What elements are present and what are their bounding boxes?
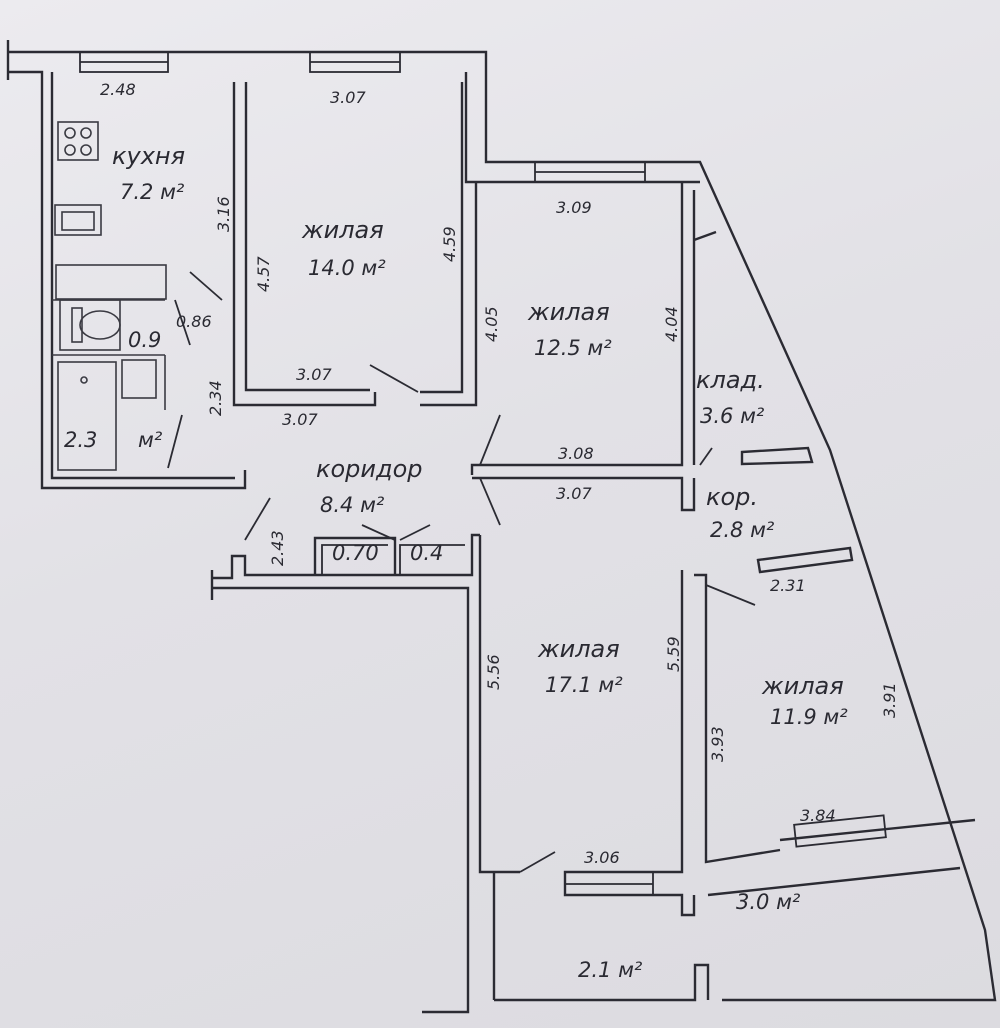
toilet-icon xyxy=(59,299,121,351)
dim-living1-left: 4.57 xyxy=(254,256,273,292)
dim-living3-left: 5.56 xyxy=(484,654,503,690)
dim-bath-height: 2.34 xyxy=(206,380,225,416)
dim-living1-bottom-inner: 3.07 xyxy=(296,365,332,384)
exterior-walls xyxy=(6,40,997,1002)
room-name-corridor: коридор xyxy=(316,455,423,483)
room-area-living2: 12.5 м² xyxy=(534,336,612,360)
dim-living2-left: 4.05 xyxy=(482,306,501,342)
dim-living1-top: 3.07 xyxy=(330,88,366,107)
counter-icon xyxy=(55,264,167,300)
dim-kitchen-height: 3.16 xyxy=(214,196,233,232)
room-unit-bath: м² xyxy=(138,428,163,452)
dim-living1-bottom-outer: 3.07 xyxy=(282,410,318,429)
room-name-living1: жилая xyxy=(302,216,384,244)
dim-living4-right: 3.91 xyxy=(880,682,899,718)
bathtub-icon xyxy=(57,361,117,471)
dim-living1-right: 4.59 xyxy=(440,226,459,262)
room-name-living3: жилая xyxy=(538,635,620,663)
dim-wc-door: 0.86 xyxy=(176,312,212,331)
interior-walls xyxy=(210,82,976,1014)
stove-icon xyxy=(57,121,99,161)
dim-living2-bottom: 3.08 xyxy=(558,444,594,463)
door-swings xyxy=(167,271,756,873)
dim-living2-right: 4.04 xyxy=(662,306,681,342)
dim-living3-bottom: 3.06 xyxy=(584,848,620,867)
room-name-living4: жилая xyxy=(762,672,844,700)
dim-kitchen-width: 2.48 xyxy=(100,80,136,99)
room-area-corridor: 8.4 м² xyxy=(320,493,385,517)
room-area-living3: 17.1 м² xyxy=(545,673,623,697)
dim-corridor-nook: 2.43 xyxy=(268,530,287,566)
dim-closet1: 0.70 xyxy=(332,541,379,565)
dim-closet2: 0.4 xyxy=(410,541,444,565)
dim-living3-right: 5.59 xyxy=(664,636,683,672)
dim-living4-left: 3.93 xyxy=(708,726,727,762)
room-area-living1: 14.0 м² xyxy=(308,256,386,280)
sink-icon xyxy=(54,204,102,236)
room-name-living2: жилая xyxy=(528,298,610,326)
room-name-storage: клад. xyxy=(696,366,765,394)
room-area-corridor2: 2.8 м² xyxy=(710,518,775,542)
room-area-kitchen: 7.2 м² xyxy=(120,180,185,204)
fixtures xyxy=(52,121,167,471)
room-area-living4: 11.9 м² xyxy=(770,705,848,729)
room-name-corridor2: кор. xyxy=(706,483,759,511)
dim-living4-top: 2.31 xyxy=(770,576,806,595)
dim-living4-bottom: 3.84 xyxy=(800,806,836,825)
room-area-wc: 0.9 xyxy=(128,328,162,352)
room-area-bath: 2.3 xyxy=(64,428,98,452)
room-name-kitchen: кухня xyxy=(112,142,186,170)
room-area-balcony1: 3.0 м² xyxy=(736,890,801,914)
room-area-balcony2: 2.1 м² xyxy=(578,958,643,982)
dim-living3-top: 3.07 xyxy=(556,484,592,503)
room-area-storage: 3.6 м² xyxy=(700,404,765,428)
washbasin-icon xyxy=(121,359,157,399)
dim-living2-top: 3.09 xyxy=(556,198,592,217)
